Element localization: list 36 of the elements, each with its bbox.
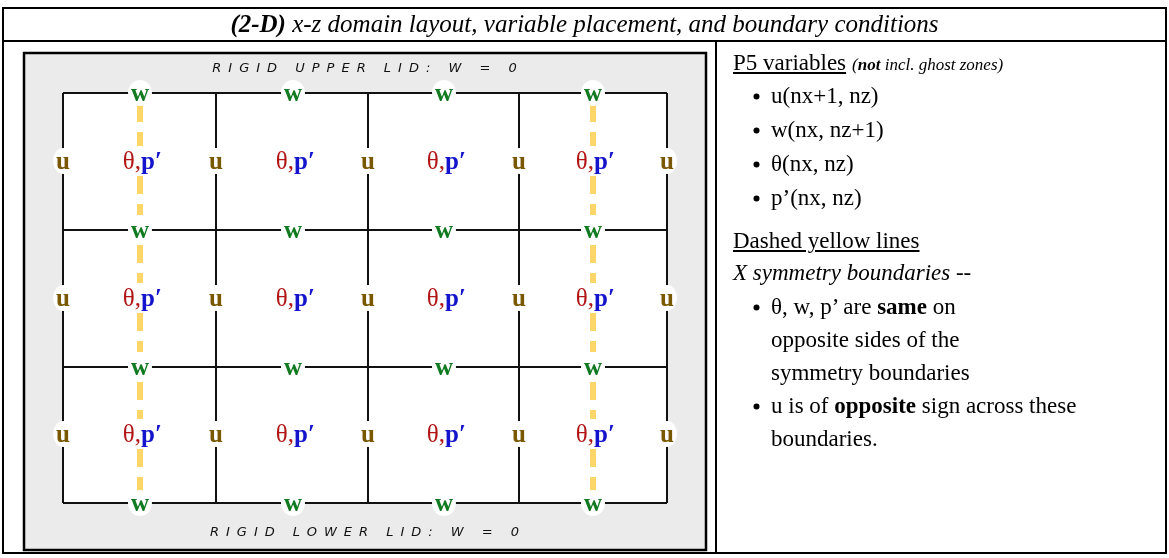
- theta-variable-label: θ,: [275, 421, 294, 447]
- boundary-label: RIGID UPPER LID: W = 0: [212, 60, 524, 75]
- theta-variable-label: θ,: [575, 148, 594, 174]
- section-heading: Dashed yellow lines: [733, 227, 920, 255]
- pressure-variable-label: p′: [594, 421, 615, 447]
- theta-variable-label: θ,: [426, 148, 445, 174]
- title: (2-D) x-z domain layout, variable placement, and boundary conditions: [230, 10, 939, 37]
- theta-variable-label: θ,: [426, 421, 445, 447]
- list-item: w(nx, nz+1): [771, 116, 885, 144]
- theta-variable-label: θ,: [575, 421, 594, 447]
- pressure-variable-label: p′: [294, 421, 315, 447]
- subheading: X symmetry boundaries --: [733, 259, 972, 287]
- pressure-variable-label: p′: [141, 421, 162, 447]
- pressure-variable-label: p′: [445, 285, 466, 311]
- theta-variable-label: θ,: [122, 148, 141, 174]
- pressure-variable-label: p′: [445, 421, 466, 447]
- theta-variable-label: θ,: [426, 285, 445, 311]
- list-item: p’(nx, nz): [771, 184, 863, 212]
- boundary-label: RIGID LOWER LID: W = 0: [209, 524, 527, 539]
- pressure-variable-label: p′: [445, 148, 466, 174]
- list-item: θ(nx, nz): [771, 150, 855, 178]
- theta-variable-label: θ,: [275, 148, 294, 174]
- note: (not incl. ghost zones): [852, 55, 1004, 75]
- pressure-variable-label: p′: [141, 285, 162, 311]
- section-heading: P5 variables: [733, 49, 847, 77]
- theta-variable-label: θ,: [122, 285, 141, 311]
- theta-variable-label: θ,: [575, 285, 594, 311]
- pressure-variable-label: p′: [594, 148, 615, 174]
- theta-variable-label: θ,: [122, 421, 141, 447]
- pressure-variable-label: p′: [294, 285, 315, 311]
- pressure-variable-label: p′: [294, 148, 315, 174]
- list-item: u is of opposite sign across these boundaries.: [771, 392, 1078, 453]
- list-item: u(nx+1, nz): [771, 82, 880, 110]
- pressure-variable-label: p′: [141, 148, 162, 174]
- theta-variable-label: θ,: [275, 285, 294, 311]
- pressure-variable-label: p′: [594, 285, 615, 311]
